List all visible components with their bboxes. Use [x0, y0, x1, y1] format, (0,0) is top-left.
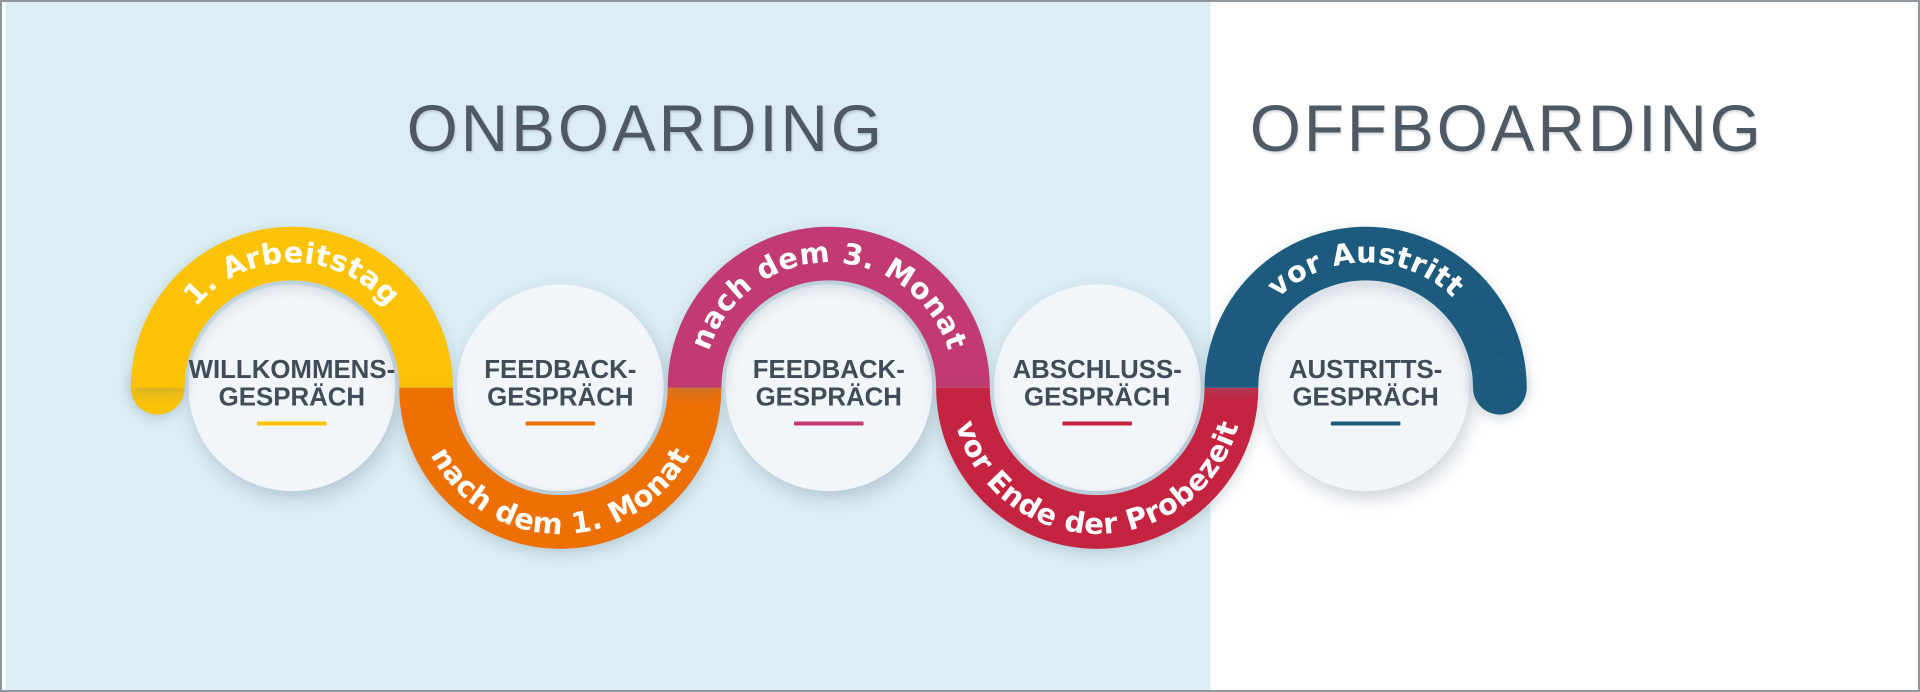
stage-label-line1: FEEDBACK- — [753, 356, 905, 384]
arc-nach-dem-1-monat — [399, 387, 722, 549]
stage-label-line2: GESPRÄCH — [756, 384, 902, 412]
stage-label-line2: GESPRÄCH — [1024, 384, 1170, 412]
stage-label-feedbackgespraech-1: FEEDBACK- GESPRÄCH — [484, 356, 636, 426]
timeline-path — [130, 226, 1527, 549]
stage-label-abschlussgespraech: ABSCHLUSS- GESPRÄCH — [1013, 356, 1182, 426]
stage-label-line1: WILLKOMMENS- — [189, 356, 396, 384]
stage-label-line1: ABSCHLUSS- — [1013, 356, 1182, 384]
stage-underline — [525, 421, 596, 426]
stage-label-line2: GESPRÄCH — [1292, 384, 1438, 412]
stage-label-line1: AUSTRITTS- — [1289, 356, 1443, 384]
arc-nach-dem-3-monat — [667, 226, 990, 389]
stage-label-austrittsgespraech: AUSTRITTS- GESPRÄCH — [1289, 356, 1443, 426]
offboarding-title: OFFBOARDING — [1250, 92, 1764, 165]
stage-label-line1: FEEDBACK- — [484, 356, 636, 384]
path-end-cap — [1473, 360, 1527, 415]
arc-1-arbeitstag — [130, 226, 453, 389]
stage-circle-feedbackgespraech-1 — [456, 284, 664, 492]
stage-underline — [1330, 421, 1401, 426]
stage-label-willkommensgespraech: WILLKOMMENS- GESPRÄCH — [189, 356, 396, 426]
stage-underline — [793, 421, 864, 426]
stage-circle-feedbackgespraech-2 — [725, 284, 933, 492]
stage-underline — [1062, 421, 1132, 426]
arc-vor-ende-der-probezeit — [936, 387, 1259, 549]
stage-label-line2: GESPRÄCH — [219, 384, 365, 412]
stage-underline — [257, 421, 327, 426]
stage-label-feedbackgespraech-2: FEEDBACK- GESPRÄCH — [753, 356, 905, 426]
arc-vor-austritt — [1204, 226, 1527, 389]
stage-circle-abschlussgespraech — [993, 284, 1201, 492]
stage-circle-willkommensgespraech — [188, 284, 396, 492]
stage-circle-austrittsgespraech — [1262, 284, 1470, 492]
stage-label-line2: GESPRÄCH — [487, 384, 633, 412]
onboarding-title: ONBOARDING — [407, 92, 885, 165]
